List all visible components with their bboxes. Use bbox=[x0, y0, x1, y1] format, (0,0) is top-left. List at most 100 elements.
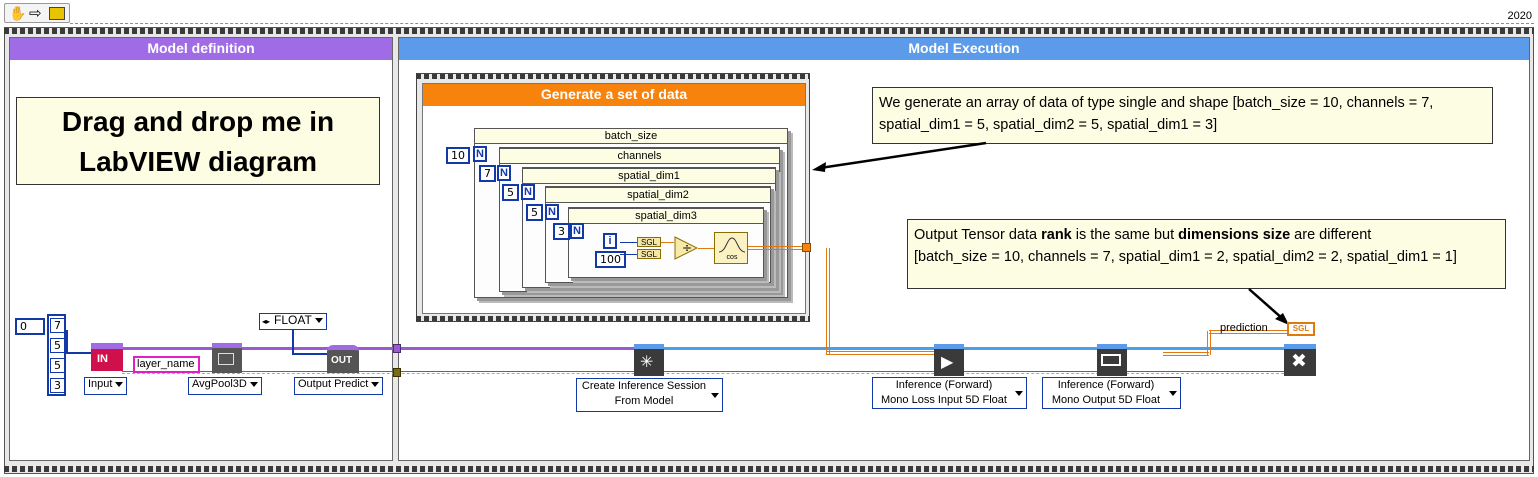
output-note-line1: Output Tensor data rank is the same but … bbox=[914, 224, 1499, 246]
create-session-select[interactable]: Create Inference Session From Model bbox=[576, 378, 723, 412]
inference-loss-select[interactable]: Inference (Forward) Mono Loss Input 5D F… bbox=[872, 377, 1027, 409]
output-note-dims: dimensions size bbox=[1178, 227, 1291, 243]
session-icon: ✳ bbox=[640, 354, 654, 371]
tunnel-output bbox=[802, 243, 811, 252]
generate-note-text: We generate an array of data of type sin… bbox=[879, 95, 1434, 133]
enum-arrows-icon: ◂▸ bbox=[262, 317, 271, 326]
svg-text:÷: ÷ bbox=[682, 241, 692, 255]
input-node[interactable]: IN bbox=[91, 343, 123, 371]
prediction-type: SGL bbox=[1292, 324, 1310, 333]
avgpool-node[interactable] bbox=[212, 343, 242, 373]
wire-blue-array bbox=[66, 352, 94, 354]
spatial-dim1-count[interactable]: 5 bbox=[502, 184, 519, 201]
batch-size-count[interactable]: 10 bbox=[446, 147, 470, 164]
layer-name-constant[interactable]: layer_name bbox=[133, 356, 200, 373]
wire-cos-out bbox=[748, 246, 806, 250]
inference-loss-line1: Inference (Forward) bbox=[895, 379, 993, 391]
drag-drop-line2: LabVIEW diagram bbox=[78, 146, 318, 177]
array-index[interactable]: 0 bbox=[15, 318, 45, 335]
loop-spatial-dim3-label: spatial_dim3 bbox=[568, 208, 764, 224]
wire-blue-array-v bbox=[66, 330, 68, 354]
wire-div-to-cos bbox=[698, 248, 714, 249]
generate-film-bottom bbox=[416, 316, 810, 321]
channels-count[interactable]: 7 bbox=[479, 165, 496, 182]
diagram-border-line bbox=[70, 23, 1534, 24]
output-note-mid: is the same but bbox=[1071, 227, 1179, 243]
generate-data-note: We generate an array of data of type sin… bbox=[872, 87, 1493, 144]
cos-wave-icon bbox=[718, 237, 746, 253]
hand-tool-icon[interactable]: ✋ bbox=[9, 5, 27, 21]
output-predict-select[interactable]: Output Predict bbox=[294, 377, 384, 395]
wire-float bbox=[292, 329, 294, 354]
arrow-to-prediction bbox=[1248, 288, 1289, 325]
output-node-tag: OUT bbox=[331, 355, 353, 366]
close-session-node[interactable]: ✖ bbox=[1284, 344, 1316, 376]
to-single-2: SGL bbox=[637, 249, 661, 259]
avgpool-select-value: AvgPool3D bbox=[192, 378, 247, 390]
spatial-dim1-n: N bbox=[521, 184, 535, 200]
inference-loss-node[interactable]: ▶ bbox=[934, 344, 964, 376]
cos-label: cos bbox=[726, 254, 738, 261]
labview-logo-icon bbox=[49, 7, 65, 20]
prediction-indicator[interactable]: SGL bbox=[1287, 322, 1315, 336]
input-select-value: Input bbox=[88, 378, 113, 390]
arrow-to-generate bbox=[812, 141, 987, 172]
channels-n: N bbox=[497, 165, 511, 181]
diagram-toolbar: ✋ ⇨ bbox=[4, 3, 70, 23]
frame-film-top bbox=[4, 28, 1534, 34]
create-session-node[interactable]: ✳ bbox=[634, 344, 664, 376]
wire-error-main bbox=[122, 371, 1284, 374]
divide-node: ÷ bbox=[674, 236, 698, 260]
inference-output-line2: Mono Output 5D Float bbox=[1051, 394, 1161, 406]
layer-name-value: layer_name bbox=[137, 358, 195, 370]
batch-size-n: N bbox=[473, 146, 487, 162]
tunnel-error bbox=[393, 368, 401, 377]
wire-i-to-sgl bbox=[620, 242, 637, 243]
iteration-terminal: i bbox=[603, 233, 617, 249]
hundred-constant[interactable]: 100 bbox=[595, 251, 626, 268]
wire-purple-main bbox=[122, 347, 396, 350]
output-note-line2: [batch_size = 10, channels = 7, spatial_… bbox=[914, 249, 1457, 265]
inference-output-node[interactable] bbox=[1097, 344, 1127, 376]
array-element-2[interactable]: 5 bbox=[50, 358, 65, 373]
wire-teal-main bbox=[664, 347, 1284, 350]
chevron-down-icon bbox=[711, 393, 719, 398]
array-element-3[interactable]: 3 bbox=[50, 378, 65, 393]
drag-drop-line1: Drag and drop me in bbox=[61, 106, 335, 137]
frame-film-bottom bbox=[4, 466, 1534, 472]
loop-channels-label: channels bbox=[499, 148, 780, 164]
avgpool-select[interactable]: AvgPool3D bbox=[188, 377, 262, 395]
array-element-1[interactable]: 5 bbox=[50, 338, 65, 353]
step-arrow-icon[interactable]: ⇨ bbox=[29, 5, 42, 22]
inference-output-select[interactable]: Inference (Forward) Mono Output 5D Float bbox=[1042, 377, 1181, 409]
output-note-rank: rank bbox=[1041, 227, 1072, 243]
output-node[interactable]: OUT bbox=[327, 345, 359, 373]
wire-orange-data-h bbox=[826, 351, 936, 355]
inference-output-line1: Inference (Forward) bbox=[1057, 379, 1155, 391]
chevron-down-icon bbox=[314, 318, 323, 323]
model-definition-header: Model definition bbox=[10, 38, 392, 60]
float-enum[interactable]: ◂▸ FLOAT bbox=[259, 313, 327, 330]
version-label: 2020 bbox=[1507, 10, 1532, 22]
prediction-label: prediction bbox=[1220, 322, 1268, 334]
spatial-dim2-count[interactable]: 5 bbox=[526, 204, 543, 221]
loop-spatial-dim2-label: spatial_dim2 bbox=[545, 187, 771, 203]
cos-node: cos bbox=[714, 232, 748, 264]
loop-spatial-dim1-label: spatial_dim1 bbox=[522, 168, 776, 184]
wire-orange-pred-v bbox=[1207, 331, 1211, 355]
output-note-suffix: are different bbox=[1290, 227, 1372, 243]
generate-film-top bbox=[416, 74, 810, 79]
array-element-0[interactable]: 7 bbox=[50, 318, 65, 333]
layer-icon bbox=[218, 353, 234, 365]
inference-loss-line2: Mono Loss Input 5D Float bbox=[881, 394, 1007, 406]
output-tensor-note: Output Tensor data rank is the same but … bbox=[907, 219, 1506, 289]
output-note-prefix: Output Tensor data bbox=[914, 227, 1042, 243]
wire-orange-pred-top bbox=[1209, 330, 1287, 334]
wire-float-h bbox=[292, 353, 332, 355]
chevron-down-icon bbox=[1015, 391, 1023, 396]
create-session-line1: Create Inference Session bbox=[581, 380, 707, 392]
wire-orange-data bbox=[826, 248, 830, 354]
output-predict-value: Output Predict bbox=[298, 378, 369, 390]
spatial-dim3-count[interactable]: 3 bbox=[553, 223, 570, 240]
input-select[interactable]: Input bbox=[84, 377, 128, 395]
